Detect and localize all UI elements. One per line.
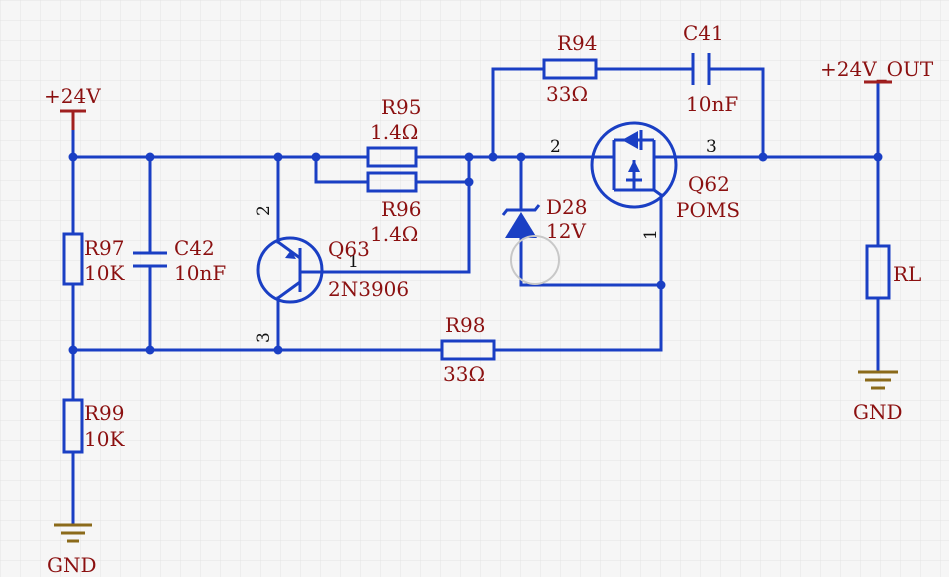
capacitor-c41: C41 10nF xyxy=(683,21,738,116)
q62-ref: Q62 xyxy=(688,172,730,196)
q63-pin3: 3 xyxy=(254,332,274,343)
power-rail-24v: +24V xyxy=(44,84,101,130)
r97-value: 10K xyxy=(84,261,125,285)
q63-pin2: 2 xyxy=(254,205,274,216)
resistor-r95: R95 1.4Ω xyxy=(366,95,422,168)
ground-symbol-right: GND xyxy=(853,370,903,424)
resistor-rl: RL xyxy=(865,244,921,300)
q62-pin2: 2 xyxy=(550,137,561,157)
gnd-right-label: GND xyxy=(853,400,903,424)
r96-value: 1.4Ω xyxy=(370,222,418,246)
resistor-r96: R96 1.4Ω xyxy=(366,171,422,246)
c42-ref: C42 xyxy=(174,236,215,260)
r97-ref: R97 xyxy=(84,236,125,260)
q63-pin1: 1 xyxy=(348,252,359,272)
r95-ref: R95 xyxy=(381,95,422,119)
r94-ref: R94 xyxy=(557,31,598,55)
wires xyxy=(71,67,880,527)
q63-ref: Q63 xyxy=(328,237,370,261)
junction-nodes xyxy=(68,152,883,355)
resistor-r99: R99 10K xyxy=(62,398,125,454)
d28-ref: D28 xyxy=(546,195,587,219)
q62-value: POMS xyxy=(676,198,740,222)
r94-value: 33Ω xyxy=(546,82,588,106)
gnd-left-label: GND xyxy=(47,553,97,577)
vout-label: +24V_OUT xyxy=(820,57,934,81)
resistor-r98: R98 33Ω xyxy=(440,313,496,386)
q63-value: 2N3906 xyxy=(328,277,409,301)
transistor-q63: 2 3 1 Q63 2N3906 xyxy=(254,205,409,343)
vin-label: +24V xyxy=(44,84,101,108)
c41-ref: C41 xyxy=(683,21,724,45)
r98-value: 33Ω xyxy=(443,362,485,386)
rl-ref: RL xyxy=(893,262,921,286)
capacitor-c42: C42 10nF xyxy=(133,236,226,285)
d28-value: 12V xyxy=(546,219,586,243)
resistor-r97: R97 10K xyxy=(62,232,125,286)
q62-pin1: 1 xyxy=(641,229,661,240)
r99-ref: R99 xyxy=(84,401,125,425)
r96-ref: R96 xyxy=(381,197,422,221)
mosfet-q62: 2 3 1 Q62 POMS xyxy=(550,121,740,240)
q62-pin3: 3 xyxy=(706,137,717,157)
c41-value: 10nF xyxy=(686,92,738,116)
zener-diode-d28: D28 12V xyxy=(501,195,587,243)
r99-value: 10K xyxy=(84,427,125,451)
r98-ref: R98 xyxy=(445,313,486,337)
cursor-ring xyxy=(510,235,560,285)
resistor-r94: R94 33Ω xyxy=(542,31,598,106)
c42-value: 10nF xyxy=(174,261,226,285)
power-rail-24v-out: +24V_OUT xyxy=(820,57,934,84)
r95-value: 1.4Ω xyxy=(370,120,418,144)
ground-symbol-left: GND xyxy=(47,523,97,577)
